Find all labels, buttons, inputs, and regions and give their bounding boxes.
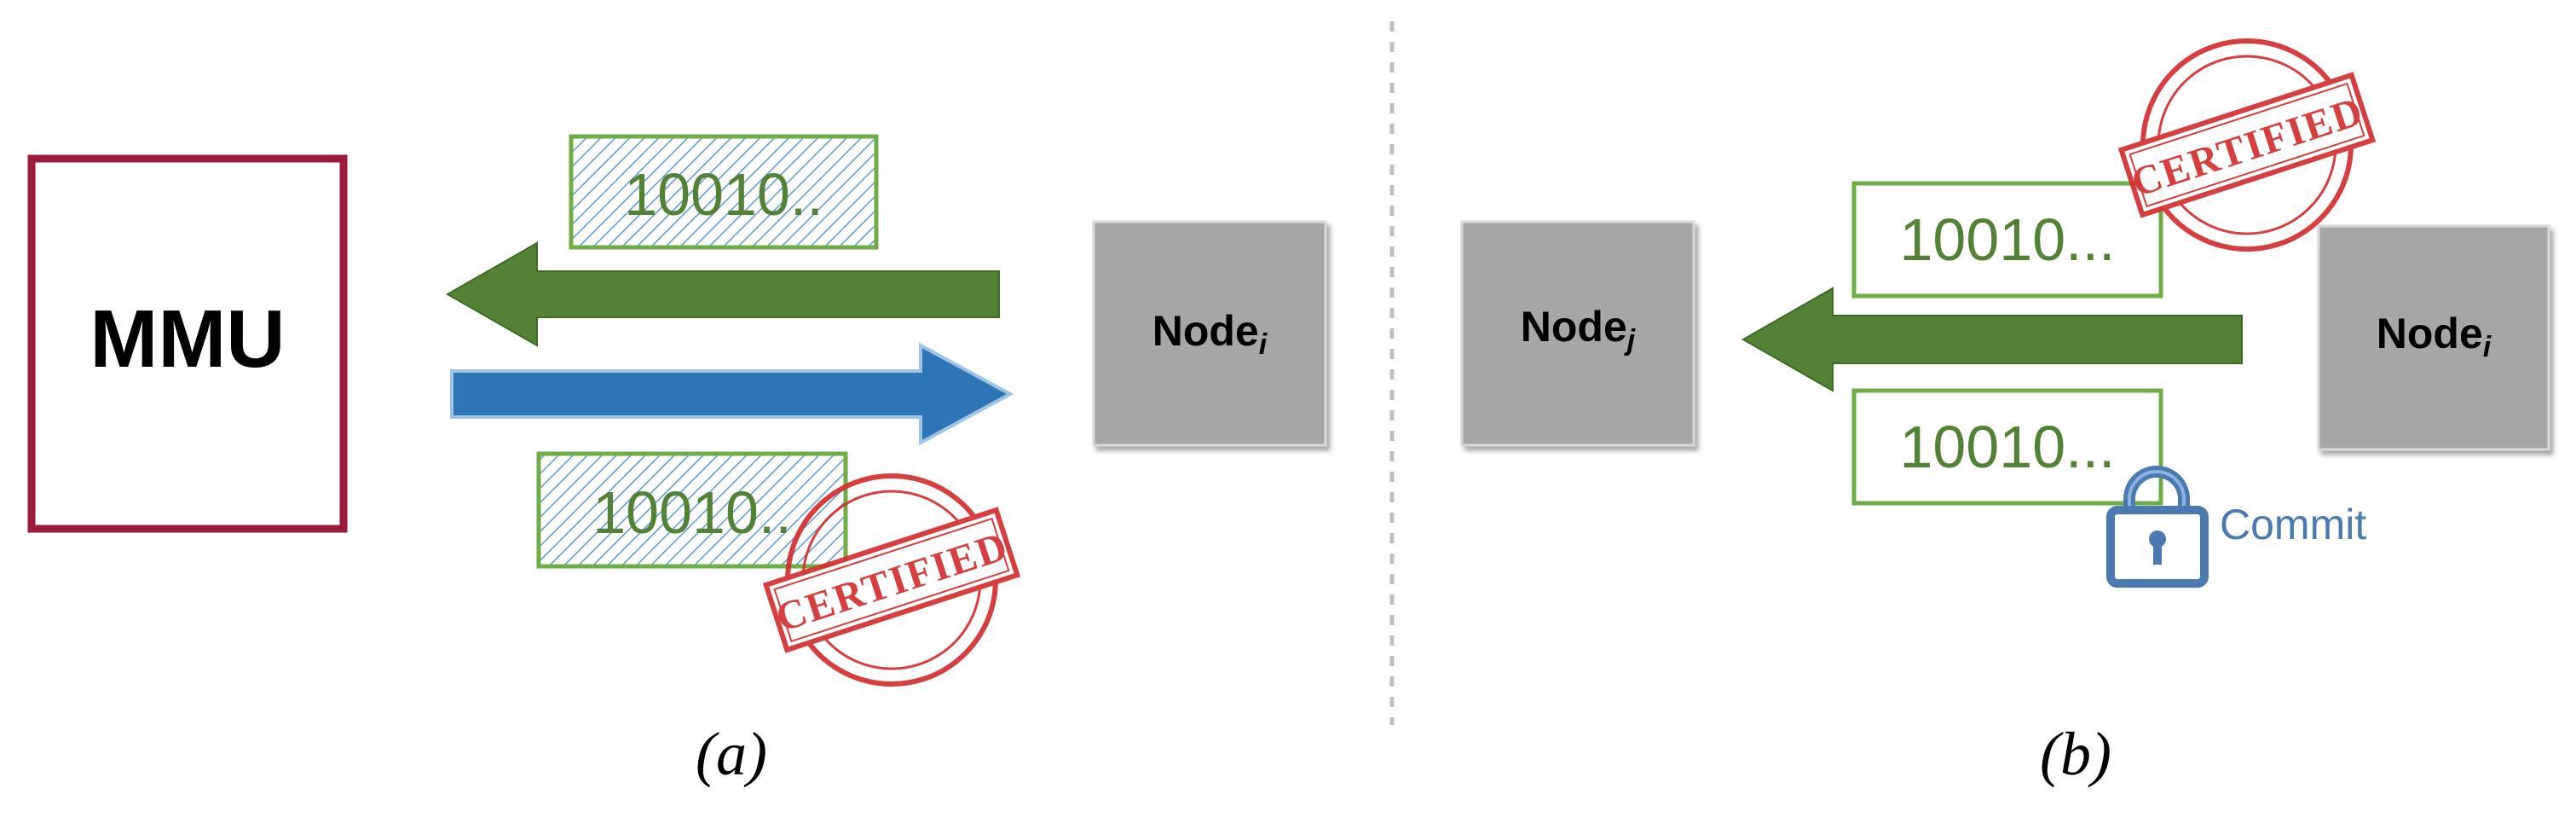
packet-bottom-a-text: 10010..	[592, 479, 792, 546]
node-j-b	[1460, 220, 1695, 447]
commit-label: Commit	[2220, 501, 2366, 548]
packet-top-a	[569, 134, 879, 250]
green-arrow-left-a	[445, 241, 1000, 347]
blue-arrow-right-a	[450, 342, 1014, 446]
mmu-box	[27, 154, 348, 533]
node-i-a-label: Nodei	[1152, 307, 1268, 361]
node-i-a	[1092, 220, 1327, 447]
panel-b: Nodej 10010... CERTIFIED 10010... Commit	[1460, 38, 2550, 788]
node-i-b	[2317, 224, 2550, 451]
caption-b: (b)	[2040, 720, 2111, 788]
green-arrow-left-b	[1741, 287, 2243, 392]
packet-bottom-b-text: 10010...	[1900, 414, 2116, 480]
caption-a: (a)	[696, 720, 767, 788]
panel-a: MMU 10010.. 10010.. CERTIFIED Nodei (a)	[27, 134, 1327, 788]
node-i-b-label: Nodei	[2377, 310, 2492, 363]
lock-icon	[2106, 466, 2209, 588]
packet-top-b	[1851, 181, 2163, 299]
node-j-b-label: Nodej	[1521, 303, 1637, 357]
packet-top-b-text: 10010...	[1900, 206, 2116, 273]
packet-bottom-b	[1851, 388, 2163, 506]
packet-top-a-text: 10010..	[624, 161, 823, 228]
mmu-label: MMU	[90, 293, 285, 385]
